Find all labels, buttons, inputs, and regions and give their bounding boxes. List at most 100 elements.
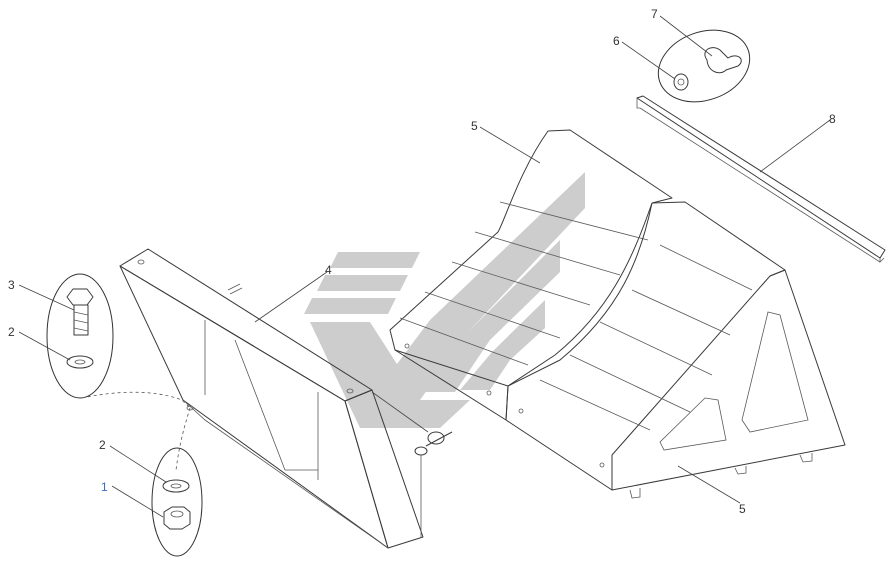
small-washer-hole	[677, 78, 685, 86]
wing-bolt-connector	[371, 391, 453, 537]
ramp-right-base	[505, 419, 613, 491]
part-4-wedge-body	[119, 248, 424, 549]
bolt-thread-3	[73, 327, 89, 332]
ramp-left-curve	[389, 130, 549, 387]
small-washer	[673, 73, 689, 91]
ramp-left-hole-2	[486, 390, 492, 396]
part-label-5-lower: 5	[739, 502, 746, 516]
watermark-bar-2	[317, 275, 408, 291]
callout-oval-upper	[46, 273, 114, 399]
ramp-slat-2	[474, 231, 621, 276]
part-8-rod	[636, 95, 886, 263]
bolt-nut	[414, 446, 428, 456]
ramp-right-curve	[505, 202, 653, 421]
ramp-right-slat-4	[569, 354, 691, 413]
wing-nut	[704, 47, 742, 74]
ramp-slat-5	[399, 317, 529, 366]
watermark-chevron-inner	[460, 300, 545, 390]
leader-3	[18, 284, 75, 311]
callout-oval-top	[657, 29, 751, 103]
wedge-hole-end	[346, 388, 354, 394]
assembly-line-lower	[175, 407, 191, 471]
watermark-chevron-outer	[370, 172, 585, 400]
part-label-4: 4	[325, 263, 332, 277]
watermark-bar-3	[304, 298, 396, 314]
ramp-left-top-edge	[547, 129, 673, 204]
rod-body	[636, 95, 886, 259]
wedge-hole-top	[137, 259, 145, 265]
ramp-right-cutout-1	[741, 311, 809, 433]
leader-4	[254, 271, 328, 323]
wedge-pin-2	[229, 287, 243, 295]
part-label-6: 6	[613, 34, 620, 48]
ramp-right-slat-5	[539, 379, 651, 431]
rod-end-left	[636, 98, 640, 109]
ramp-right-cutout-2	[659, 397, 727, 451]
part-label-5-upper: 5	[471, 119, 478, 133]
bolt-head	[427, 431, 445, 445]
leader-2a	[18, 331, 71, 361]
part-label-1: 1	[101, 480, 108, 494]
upper-washer	[66, 355, 94, 369]
leader-1	[111, 485, 164, 518]
wedge-pin	[227, 283, 241, 291]
ramp-left-base	[394, 349, 507, 421]
part-label-2-upper: 2	[8, 325, 15, 339]
ramp-left-hole-1	[404, 343, 410, 349]
leader-2b	[109, 445, 167, 483]
mounting-hole	[186, 405, 194, 411]
bolt-thread-2	[73, 319, 89, 324]
assembly-line-upper	[81, 391, 191, 409]
part-label-3: 3	[8, 278, 15, 292]
ramp-right-side	[611, 269, 846, 491]
ramp-slat-1	[499, 201, 649, 241]
leader-5b	[677, 465, 741, 504]
callout-wing-nut-group	[657, 29, 751, 103]
ramp-right-foot-2	[734, 466, 747, 475]
ramp-right-hole-2	[599, 462, 605, 468]
ramp-slat-4	[424, 291, 561, 339]
lower-washer	[162, 479, 190, 493]
bolt-hex-head	[66, 288, 94, 306]
ramp-slat-3	[451, 261, 591, 306]
upper-washer-hole	[74, 359, 86, 365]
rod-end-right	[879, 257, 885, 263]
part-label-8: 8	[829, 112, 836, 126]
leader-5a	[479, 126, 541, 164]
ramp-left-front	[505, 202, 653, 421]
callout-nut-group	[151, 447, 203, 557]
hex-nut-hole	[170, 510, 184, 518]
leader-6	[621, 41, 676, 80]
bolt-thread-1	[73, 311, 89, 316]
watermark-base	[310, 322, 470, 428]
part-5-ramp-right	[505, 201, 846, 499]
lower-washer-hole	[170, 483, 182, 489]
ramp-right-hole-1	[518, 408, 524, 414]
ramp-right-top	[651, 201, 786, 277]
mounting-hole-marker	[186, 405, 194, 411]
callout-oval-lower	[151, 447, 203, 557]
callout-bolt-group	[46, 273, 114, 399]
ramp-right-slat-3	[599, 321, 713, 376]
wedge-inner-rib-2	[234, 339, 318, 471]
wedge-inner-edge	[182, 399, 389, 549]
part-label-2-lower: 2	[99, 438, 106, 452]
watermark-bar-1	[330, 252, 420, 268]
hex-nut	[163, 506, 191, 530]
ramp-right-foot-3	[799, 453, 813, 463]
leader-8	[759, 119, 831, 173]
part-5-ramp-left	[389, 129, 673, 421]
bolt-leader-line	[371, 391, 429, 433]
watermark-chevron-mid	[420, 240, 560, 392]
part-label-7: 7	[651, 7, 658, 21]
bolt-shaft	[425, 431, 453, 447]
ramp-right-slat-1	[659, 244, 753, 291]
ramp-right-foot-1	[629, 488, 641, 499]
rod-edge	[639, 107, 881, 263]
watermark-logo	[304, 172, 585, 428]
leader-7	[659, 15, 713, 57]
wedge-end-face	[344, 389, 424, 549]
ramp-right-slat-2	[631, 289, 731, 336]
